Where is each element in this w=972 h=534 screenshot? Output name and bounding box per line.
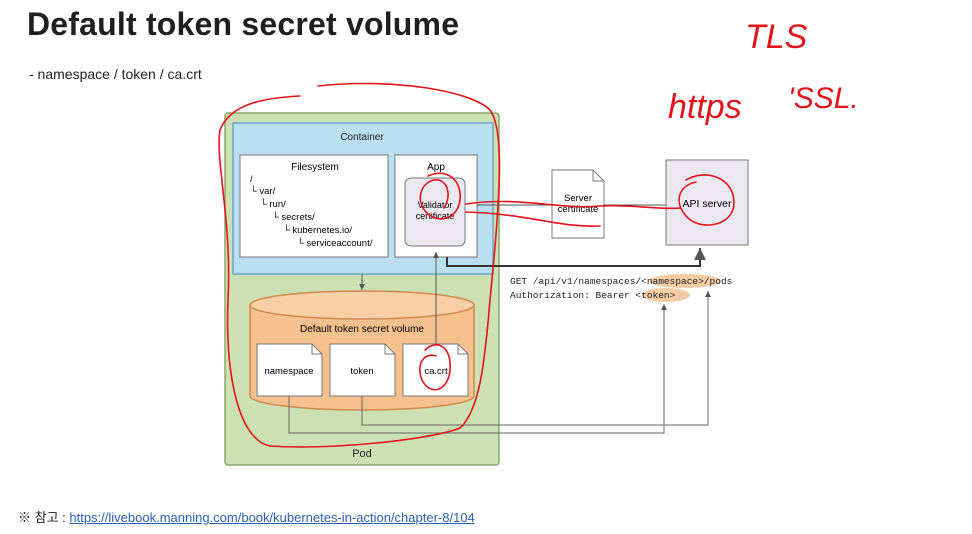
handwritten-tls: TLS xyxy=(745,18,808,56)
token-flow-line xyxy=(361,291,711,426)
file-namespace-label: namespace xyxy=(264,366,313,377)
tls-link-stroke-2 xyxy=(465,211,601,227)
pod-label: Pod xyxy=(352,448,372,460)
validator-label: Validator xyxy=(418,200,453,210)
handwritten-annotations xyxy=(218,82,735,448)
namespace-flow-line xyxy=(288,304,667,434)
validator-circle-stroke xyxy=(419,172,461,220)
fs-tree-line: └ serviceaccount/ xyxy=(297,237,373,249)
server-cert-line1: Server xyxy=(564,193,592,204)
server-certificate: Server certificate xyxy=(477,169,666,239)
handwritten-text: TLS https 'SSL. xyxy=(668,18,859,126)
reference-note: ※ 참고 : https://livebook.manning.com/book… xyxy=(18,507,475,526)
api-server-label: API server xyxy=(682,198,732,210)
handwritten-ssl: 'SSL. xyxy=(788,82,859,115)
server-cert-line2: certificate xyxy=(558,204,599,215)
file-ca-crt: ca.crt xyxy=(402,343,469,397)
ca-circle-stroke xyxy=(419,344,451,391)
handwritten-https: https xyxy=(668,88,742,126)
volume-label: Default token secret volume xyxy=(300,324,424,335)
reference-prefix: ※ 참고 : xyxy=(18,510,70,525)
container-circle-stroke xyxy=(218,82,501,448)
file-token-label: token xyxy=(350,366,373,377)
filesystem-label: Filesystem xyxy=(291,162,339,173)
fs-tree-line: └ run/ xyxy=(260,198,286,210)
request-arrow xyxy=(446,248,706,267)
slide-title: Default token secret volume xyxy=(27,6,460,42)
fs-tree-line: └ var/ xyxy=(250,185,276,197)
request-line-1: GET /api/v1/namespaces/<namespace>/pods xyxy=(510,276,732,287)
file-namespace: namespace xyxy=(256,343,323,397)
api-server-box: API server xyxy=(665,159,749,246)
file-ca-crt-label: ca.crt xyxy=(424,366,448,377)
slide-subtitle: - namespace / token / ca.crt xyxy=(29,66,202,82)
file-token: token xyxy=(329,343,396,397)
http-request: GET /api/v1/namespaces/<namespace>/pods … xyxy=(510,274,732,302)
tls-link-stroke xyxy=(465,200,681,210)
fs-tree-line: └ kubernetes.io/ xyxy=(283,224,352,236)
reference-link[interactable]: https://livebook.manning.com/book/kubern… xyxy=(69,510,475,525)
filesystem-box: Filesystem / └ var/ └ run/ └ secrets/ └ … xyxy=(239,154,389,258)
container-label: Container xyxy=(340,132,384,143)
fs-tree-line: └ secrets/ xyxy=(272,211,315,223)
request-line-2: Authorization: Bearer <token> xyxy=(510,290,676,301)
api-circle-stroke xyxy=(678,174,735,226)
fs-tree-line: / xyxy=(250,174,253,185)
validator-certificate-label: certificate xyxy=(416,211,455,221)
app-box: App Validator certificate xyxy=(394,154,478,258)
app-label: App xyxy=(427,162,445,173)
